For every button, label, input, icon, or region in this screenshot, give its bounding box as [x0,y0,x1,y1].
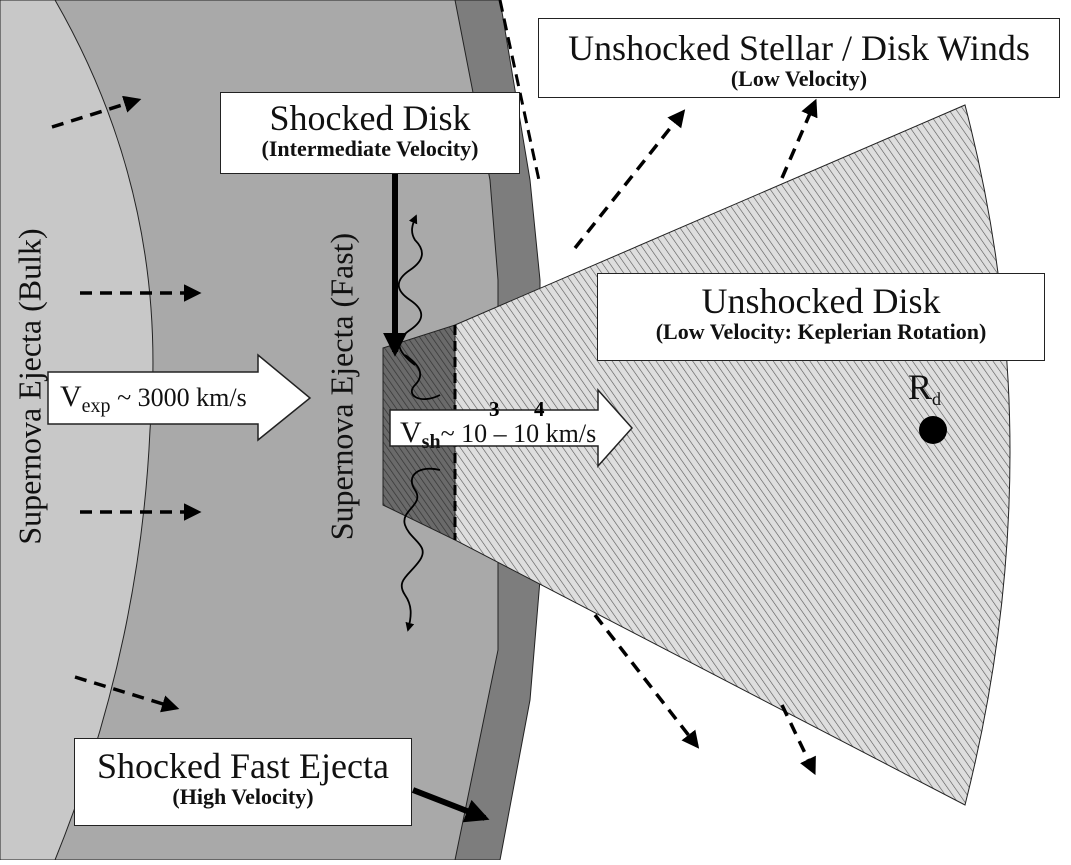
rd-label: Rd [908,366,941,410]
shocked-fast-subtitle: (High Velocity) [172,784,314,809]
shocked-disk-title: Shocked Disk [269,98,471,138]
unshocked-disk-wedge [454,104,1011,806]
vexp-subscript: exp [81,395,111,418]
ejecta-motion-arrows [51,95,202,713]
shocked-fast-title: Shocked Fast Ejecta [97,746,389,786]
unshocked-disk-title: Unshocked Disk [701,281,941,321]
emission-wave-right [404,354,441,400]
vsh-subscript: sh [421,431,441,454]
unshocked-disk-box: Unshocked Disk (Low Velocity: Keplerian … [597,273,1045,361]
wind-motion-arrows [573,98,818,776]
emission-wave-down [400,467,441,632]
shocked-fast-pointer [411,787,490,823]
vexp-value: ~ 3000 km/s [110,383,247,412]
unshocked-disk-subtitle: (Low Velocity: Keplerian Rotation) [655,319,987,344]
shocked-fast-box: Shocked Fast Ejecta (High Velocity) [74,738,412,826]
vsh-exponent-4: 4 [534,397,545,421]
rd-r: R [908,367,933,407]
vexp-arrow-shape [47,353,312,442]
winds-box: Unshocked Stellar / Disk Winds (Low Velo… [538,18,1060,98]
bulk-ejecta-label: Supernova Ejecta (Bulk) [11,228,48,545]
vsh-v: V [400,416,422,449]
vexp-v: V [60,380,82,413]
winds-subtitle: (Low Velocity) [730,66,868,91]
rd-subscript: d [932,389,942,410]
vsh-value: ~ 10 – 10 km/s [440,419,597,448]
vsh-arrow-shape [389,388,634,468]
outer-dashed-boundary [498,0,542,186]
emission-wave-up [397,214,423,366]
shocked-disk-box: Shocked Disk (Intermediate Velocity) [220,92,520,174]
shocked-disk-subtitle: (Intermediate Velocity) [261,136,479,161]
vsh-exponent-3: 3 [489,397,500,421]
fast-ejecta-label: Supernova Ejecta (Fast) [323,232,360,541]
vsh-label: Vsh~ 10 – 10 km/s [400,416,596,454]
vexp-label: Vexp ~ 3000 km/s [60,380,247,418]
winds-title: Unshocked Stellar / Disk Winds [568,28,1030,68]
rd-point [919,416,947,444]
